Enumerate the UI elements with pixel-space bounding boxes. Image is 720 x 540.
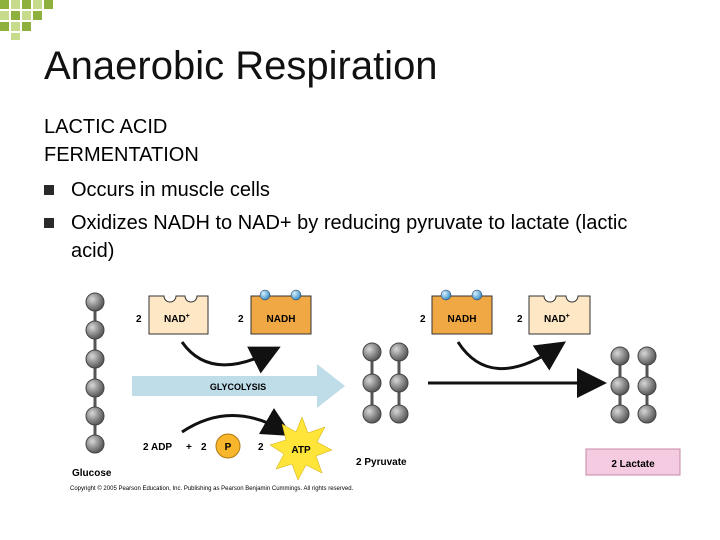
atp-star-icon	[269, 416, 333, 481]
atp-production-arrow-icon	[181, 408, 293, 436]
bullet-marker-icon	[44, 185, 54, 195]
p-label: P	[225, 442, 232, 453]
lactate-molecule-icon	[610, 346, 630, 424]
hydrogen-dot-icon	[290, 289, 302, 301]
right-nad-panel	[528, 295, 591, 335]
bullet-item: Oxidizes NADH to NAD+ by reducing pyruva…	[44, 209, 644, 265]
right-nadh-coefficient: 2	[420, 314, 426, 325]
bullet-item: Occurs in muscle cells	[44, 176, 644, 204]
glycolysis-arrow-icon	[132, 364, 345, 408]
corner-decoration	[0, 0, 53, 40]
phosphate-icon	[215, 433, 241, 459]
left-nadh-label: NADH	[267, 314, 296, 325]
pyruvate-molecule-icon	[389, 342, 409, 424]
atp-coefficient: 2	[258, 442, 264, 453]
bullet-list: Occurs in muscle cells Oxidizes NADH to …	[44, 176, 644, 270]
right-nad-label: NAD+	[544, 313, 570, 325]
p-coefficient: 2	[201, 442, 207, 453]
glucose-molecule-icon	[85, 292, 105, 454]
glucose-label: Glucose	[72, 468, 112, 479]
left-nadh-coefficient: 2	[238, 314, 244, 325]
lactate-molecule-icon	[637, 346, 657, 424]
bullet-text: Oxidizes NADH to NAD+ by reducing pyruva…	[71, 212, 628, 262]
pyruvate-label: 2 Pyruvate	[356, 457, 407, 468]
nad-reduction-arrow-icon	[180, 341, 281, 374]
bullet-marker-icon	[44, 218, 54, 228]
adp-label: 2 ADP	[143, 442, 172, 453]
plus-sign: +	[186, 442, 192, 453]
slide-title: Anaerobic Respiration	[44, 44, 438, 88]
subheading: LACTIC ACID FERMENTATION	[44, 113, 199, 169]
left-nad-coefficient: 2	[136, 314, 142, 325]
subheading-line-2: FERMENTATION	[44, 144, 199, 166]
lactate-label: 2 Lactate	[611, 459, 655, 470]
glycolysis-label: GLYCOLYSIS	[210, 382, 266, 392]
right-nadh-label: NADH	[448, 314, 477, 325]
left-nad-panel	[148, 295, 209, 335]
fermentation-diagram: Glucose GLYCOLYSIS 2 NAD+ 2 NADH 2 ADP +…	[70, 289, 681, 492]
atp-label: ATP	[291, 445, 311, 456]
left-nad-label: NAD+	[164, 313, 190, 325]
pyruvate-molecule-icon	[362, 342, 382, 424]
bullet-text: Occurs in muscle cells	[71, 179, 270, 201]
right-nad-coefficient: 2	[517, 314, 523, 325]
nadh-oxidation-arrow-icon	[456, 341, 566, 371]
left-nadh-panel	[250, 295, 312, 335]
hydrogen-dot-icon	[440, 289, 452, 301]
hydrogen-dot-icon	[471, 289, 483, 301]
lactate-label-box	[585, 448, 681, 476]
copyright-text: Copyright © 2005 Pearson Education, Inc.…	[70, 485, 354, 492]
right-nadh-panel	[431, 295, 493, 335]
hydrogen-dot-icon	[259, 289, 271, 301]
subheading-line-1: LACTIC ACID	[44, 116, 168, 138]
